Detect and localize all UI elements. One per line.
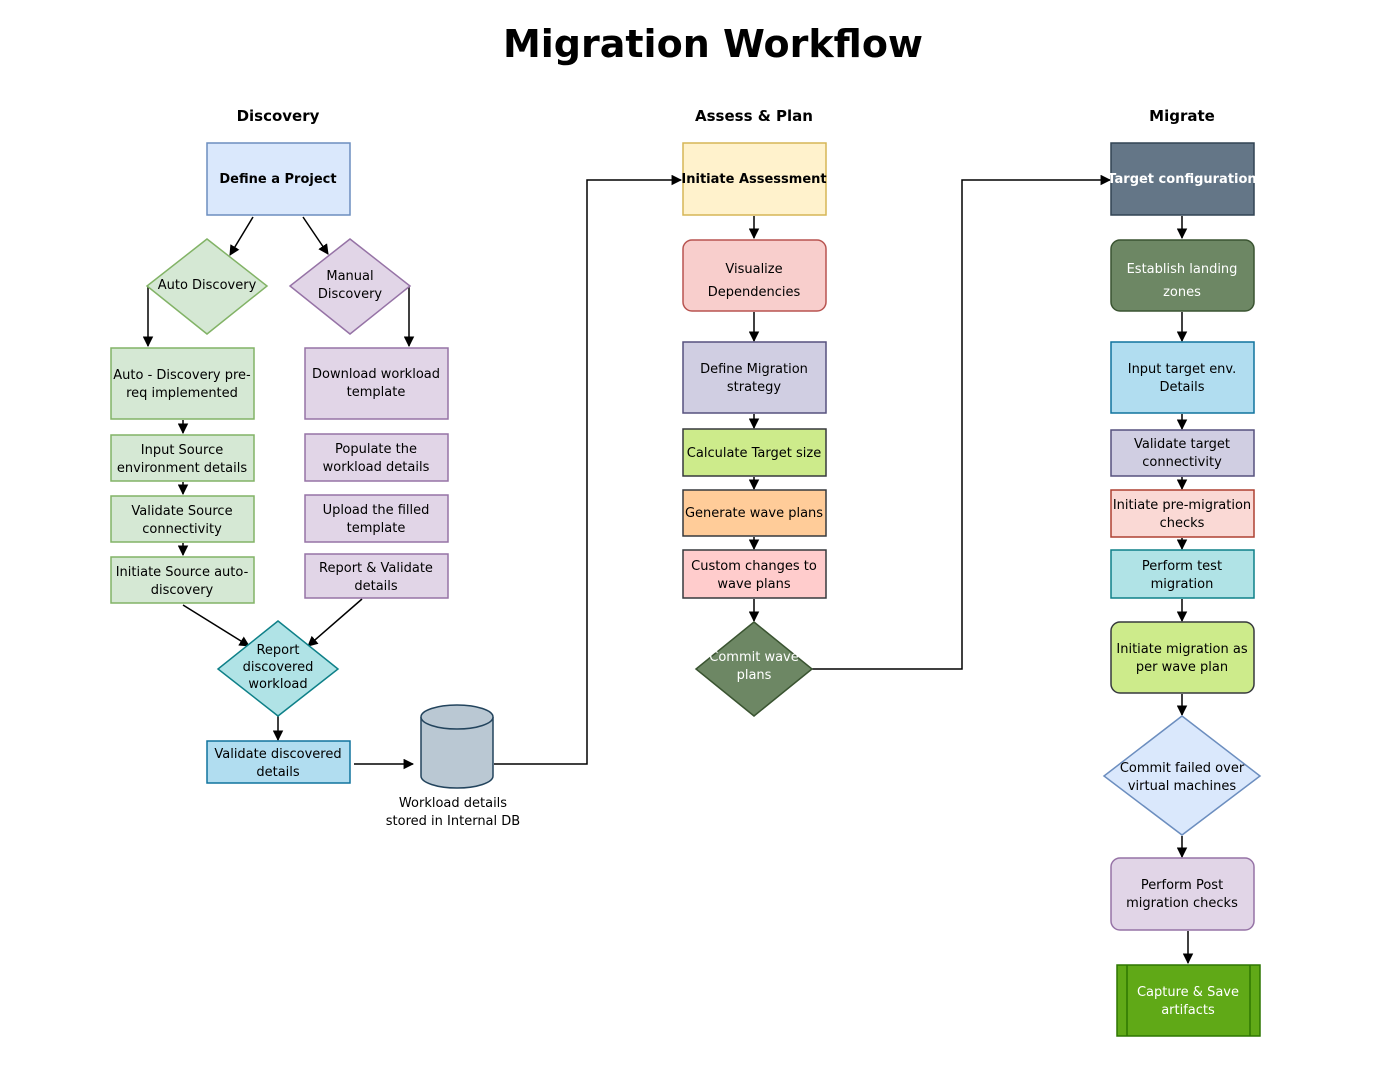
define-project-node[interactable]: Define a Project	[206, 142, 351, 216]
page-title: Migration Workflow	[503, 22, 923, 66]
svg-text:Auto - Discovery pre-req imple: Auto - Discovery pre-req implemented	[113, 368, 251, 401]
input-target-node[interactable]: Input target env.Details	[1110, 341, 1255, 414]
svg-text:Initiate Source auto-discovery: Initiate Source auto-discovery	[116, 565, 249, 598]
auto-discovery-decision[interactable]: Auto Discovery	[145, 238, 269, 335]
auto-discovery-prereq-node[interactable]: Auto - Discovery pre-req implemented	[110, 347, 255, 420]
column-header-assess-plan: Assess & Plan	[695, 107, 813, 125]
initiate-source-discovery-node[interactable]: Initiate Source auto-discovery	[110, 556, 255, 604]
svg-text:Define a Project: Define a Project	[219, 172, 336, 187]
calculate-target-node[interactable]: Calculate Target size	[682, 428, 827, 477]
target-configuration-node[interactable]: Target configuration	[1107, 142, 1257, 216]
connectors	[142, 174, 1194, 965]
internal-db-cylinder[interactable]	[420, 704, 494, 789]
svg-text:Initiate Assessment: Initiate Assessment	[681, 172, 826, 187]
column-header-migrate: Migrate	[1149, 107, 1215, 125]
svg-text:Input target env.Details: Input target env.Details	[1128, 362, 1237, 395]
svg-text:Target configuration: Target configuration	[1107, 172, 1256, 187]
svg-text:Auto Discovery: Auto Discovery	[158, 278, 257, 293]
initiate-assessment-node[interactable]: Initiate Assessment	[681, 142, 827, 216]
generate-wave-plans-node[interactable]: Generate wave plans	[682, 489, 827, 537]
svg-text:Calculate Target size: Calculate Target size	[687, 446, 821, 461]
svg-text:Generate wave plans: Generate wave plans	[685, 506, 823, 521]
column-header-discovery: Discovery	[237, 107, 320, 125]
